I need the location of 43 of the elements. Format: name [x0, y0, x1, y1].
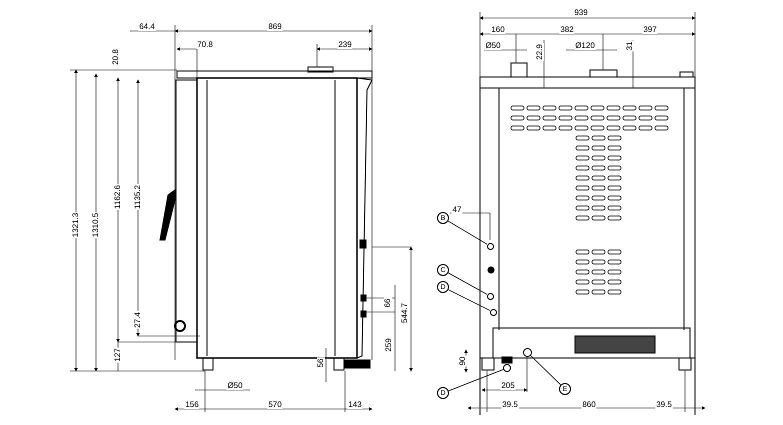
- dimension-label: 1321.3: [72, 212, 80, 238]
- dimension-label: 66: [384, 298, 392, 308]
- dimension-label: 27.4: [134, 311, 142, 329]
- dimension-label: 544.7: [401, 302, 409, 324]
- dimension-label: 39.5: [501, 401, 519, 409]
- connection-point: [522, 348, 532, 356]
- connection-point: [486, 242, 494, 250]
- dimension-label: Ø120: [574, 42, 596, 50]
- dimension-label: 56: [317, 358, 325, 368]
- dimension-label: 39.5: [655, 401, 673, 409]
- dimension-label: 31: [626, 40, 634, 52]
- dimension-label: 160: [490, 26, 506, 34]
- leader-line: [530, 354, 562, 386]
- dimension-label: 1310.5: [92, 212, 100, 238]
- dimension-label: 127: [114, 347, 122, 363]
- dimension-label: 860: [581, 401, 597, 409]
- dimension-label: 205: [500, 382, 516, 390]
- dimension-label: 90: [459, 356, 467, 366]
- dimension-label: 259: [385, 337, 393, 353]
- connection-point: [486, 292, 494, 300]
- dimension-label: 382: [559, 26, 575, 34]
- dimension-label: 64.4: [138, 23, 156, 31]
- dimension-label: 22.9: [536, 43, 544, 61]
- connection-point: [490, 308, 496, 316]
- dimension-label: 1135.2: [134, 184, 142, 210]
- dimension-label: 570: [267, 401, 283, 409]
- leader-line: [448, 369, 504, 392]
- leader-line: [448, 220, 488, 245]
- leader-line: [448, 272, 488, 295]
- dimension-label: 143: [347, 401, 363, 409]
- dimension-label: 397: [642, 26, 658, 34]
- dimension-label: 1162.6: [114, 184, 122, 210]
- dimension-label: 939: [573, 9, 589, 17]
- dimension-label: Ø50: [484, 42, 502, 50]
- dimension-label: 70.8: [196, 41, 214, 49]
- leader-line: [448, 289, 490, 311]
- dimension-label: 20.8: [112, 48, 120, 66]
- dimension-label: 47: [452, 206, 462, 214]
- dimension-label: Ø50: [226, 382, 244, 390]
- dimension-label: 869: [267, 23, 283, 31]
- dimension-label: 239: [337, 41, 353, 49]
- dimension-label: 156: [184, 401, 200, 409]
- connection-point: [503, 364, 511, 372]
